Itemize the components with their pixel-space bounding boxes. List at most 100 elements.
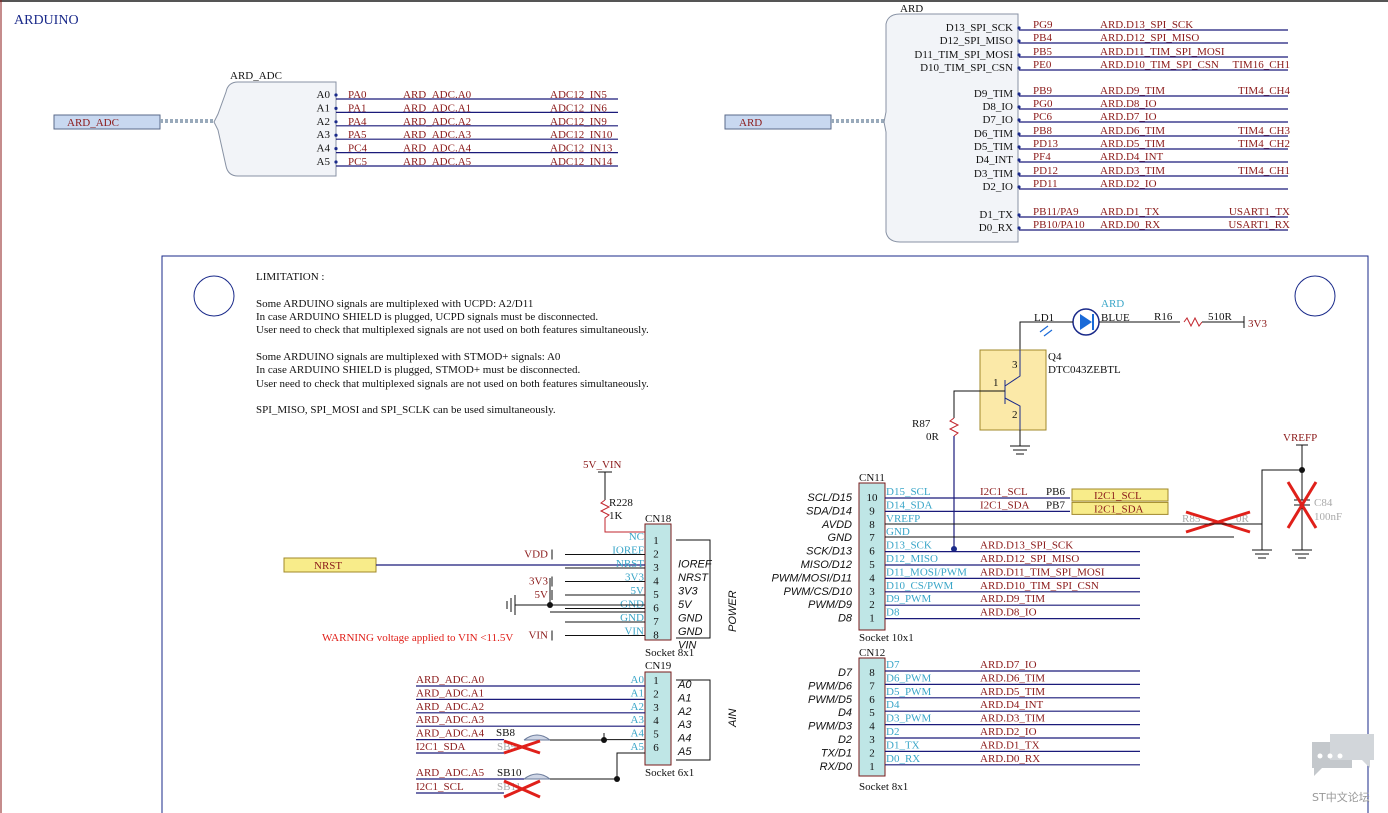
ard-harness-pin: D13_SPI_SCK	[946, 22, 1013, 34]
ard-function: TIM4_CH2	[1238, 138, 1290, 150]
cn12-pin-function: D7	[838, 667, 853, 679]
cn18-pin-rail: VIN	[528, 630, 548, 642]
cn19-pin-function: A4	[677, 733, 691, 745]
adc-harness-pin-dot	[334, 133, 338, 137]
cn18-pin-function: GND	[678, 613, 703, 625]
ard-harness-pin-dot	[1017, 172, 1021, 176]
ard-harness-pin: D12_SPI_MISO	[940, 35, 1013, 47]
ard-harness-pin-dot	[1017, 185, 1021, 189]
cn11-pin-function: SCL/D15	[807, 492, 853, 504]
cn12-pin-signal: D2	[886, 726, 899, 738]
r87-symbol	[948, 417, 960, 437]
cn12-net-name: ARD.D1_TX	[980, 739, 1040, 751]
ard-mcu-port: PB9	[1033, 85, 1052, 97]
cn18-5v-vin-wire	[598, 471, 612, 500]
cn18-func-bracket	[676, 539, 711, 639]
r16-symbol	[1183, 316, 1203, 328]
ard-mcu-port: PD13	[1033, 138, 1059, 150]
vrefp-network: VREFP C84 100nF R85 0R	[1182, 432, 1342, 559]
cn19-net-name: ARD_ADC.A4	[416, 728, 485, 740]
ard-mcu-port: PB10/PA10	[1033, 219, 1085, 231]
cn12-body	[858, 657, 886, 777]
adc-harness-pin-dot	[334, 106, 338, 110]
sb10-bridge	[523, 773, 551, 780]
cn18-connector: 5V_VIN R228 1K CN18 Socket 8x1 NRST POWE…	[283, 459, 739, 659]
cn19-net-name: ARD_ADC.A3	[416, 714, 485, 726]
ard-net-name: ARD.D3_TIM	[1100, 165, 1165, 177]
cn19-pin-signal: A2	[631, 701, 644, 713]
cn19-footprint: Socket 6x1	[645, 767, 694, 779]
c84-ref: C84	[1314, 497, 1333, 509]
harness-ard-group: ARD	[900, 3, 923, 15]
q4-part: DTC043ZEBTL	[1048, 364, 1121, 376]
cn11-i2c-port[interactable]	[1071, 488, 1169, 502]
cn18-pin-number: 4	[653, 576, 659, 588]
r228-ref: R228	[609, 497, 633, 509]
cn18-pin-signal: 3V3	[625, 572, 644, 584]
cn18-pin-function: 3V3	[678, 586, 698, 598]
cn11-net-name: ARD.D13_SPI_SCK	[980, 540, 1073, 552]
cn18-pin-function: NRST	[678, 572, 709, 584]
cn12-pin-number: 3	[869, 734, 875, 746]
cn12-footprint: Socket 8x1	[859, 781, 908, 793]
cn11-pin-number: 1	[869, 613, 875, 625]
adc-harness-pin: A5	[317, 156, 331, 168]
adc-harness-pin-dot	[334, 93, 338, 97]
adc-harness-pin: A3	[317, 129, 331, 141]
cn18-pin-function: 5V	[678, 599, 693, 611]
adc-net-name: ARD_ADC.A2	[403, 116, 471, 128]
cn11-net-name: I2C1_SDA	[980, 499, 1030, 511]
cn19-net-a5: ARD_ADC.A5	[416, 767, 485, 779]
cn12-net-name: ARD.D4_INT	[980, 699, 1044, 711]
q4-pin2: 2	[1012, 409, 1018, 421]
ard-mcu-port: PB11/PA9	[1033, 206, 1079, 218]
cn12-net-name: ARD.D0_RX	[980, 753, 1040, 765]
cn11-pin-signal: D15_SCL	[886, 486, 931, 498]
limitation-sheet-frame	[161, 255, 1369, 813]
sb11-not-fitted-cross	[503, 779, 541, 799]
ard-harness-pin: D3_TIM	[974, 168, 1013, 180]
cn12-pin-function: TX/D1	[821, 747, 852, 759]
cn18-gnd-wires	[515, 578, 645, 613]
cn11-pin-function: D8	[838, 613, 853, 625]
cn11-pin-number: 2	[869, 599, 875, 611]
ard-function: TIM4_CH4	[1238, 85, 1290, 97]
cn12-pin-number: 8	[869, 667, 875, 679]
ard-harness-pin: D2_IO	[982, 181, 1013, 193]
cn12-pin-function: PWM/D3	[808, 721, 853, 733]
cn11-pin-number: 6	[869, 546, 875, 558]
adc-mcu-port: PC4	[348, 143, 367, 155]
cn11-pin-number: 4	[869, 572, 875, 584]
r16-wire	[1202, 316, 1245, 328]
cn19-pin-number: 5	[653, 729, 659, 741]
adc-harness-pin-dot	[334, 120, 338, 124]
cn19-net-scl: I2C1_SCL	[416, 781, 464, 793]
ard-harness-pin-dot	[1017, 105, 1021, 109]
adc-net-name: ARD_ADC.A3	[403, 129, 472, 141]
ard-harness-pin: D5_TIM	[974, 141, 1013, 153]
cn18-pin-signal: GND	[620, 612, 644, 624]
sb10-junction	[614, 776, 620, 782]
adc-function: ADC12_IN13	[550, 143, 613, 155]
adc-net-name: ARD_ADC.A0	[403, 89, 472, 101]
cn18-pin-rail: 3V3	[529, 576, 548, 588]
cn11-i2c-port[interactable]	[1071, 501, 1169, 515]
ard-net-name: ARD.D1_TX	[1100, 206, 1160, 218]
cn18-pin-signal: VIN	[624, 626, 644, 638]
ard-net-name: ARD.D4_INT	[1100, 151, 1164, 163]
cn18-pin-number: 2	[653, 549, 659, 561]
cn12-pin-signal: D6_PWM	[886, 672, 931, 684]
cn19-pin-signal: A4	[631, 728, 645, 740]
cn19-pin-function: A0	[677, 679, 692, 691]
cn18-pin-rail: 5V	[535, 589, 549, 601]
cn11-net-name: ARD.D9_TIM	[980, 593, 1045, 605]
cn19-body	[644, 671, 672, 766]
harness-adc-group: ARD_ADC	[230, 70, 282, 82]
cn18-pin-function: VIN	[678, 640, 696, 652]
cn12-pin-number: 2	[869, 747, 875, 759]
cn19-pin-signal: A0	[631, 674, 645, 686]
cn11-pin-signal: D9_PWM	[886, 593, 931, 605]
cn11-net-name: ARD.D8_IO	[980, 607, 1037, 619]
cn19-func-bracket	[676, 679, 711, 761]
